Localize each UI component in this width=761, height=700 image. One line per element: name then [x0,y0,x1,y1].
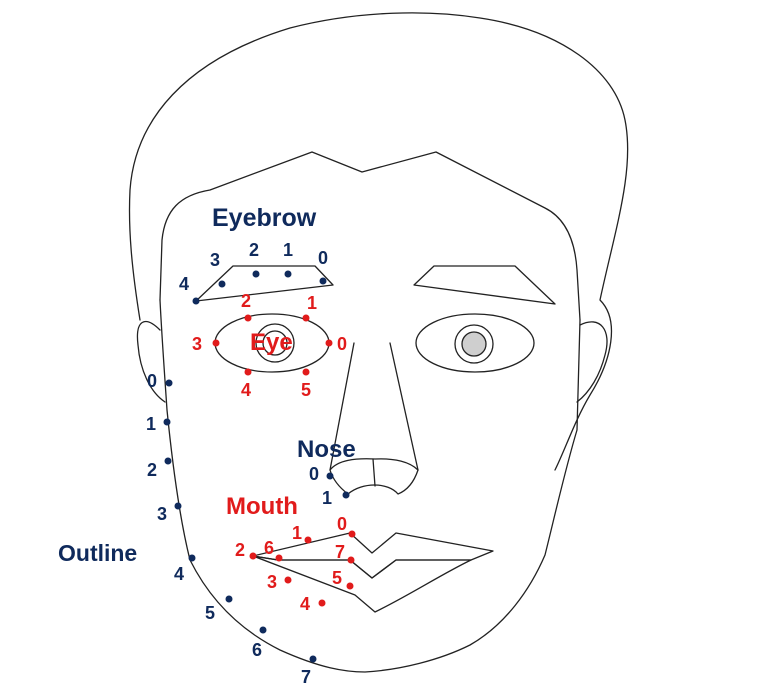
mouth-label-7: 7 [335,542,345,562]
head-outline [128,12,629,471]
eyebrow-label-0: 0 [318,248,328,268]
eye-point-0 [325,339,333,347]
outline-point-5 [225,595,233,603]
eyebrow-point-2 [252,270,260,278]
right-iris [454,324,494,364]
outline-label-5: 5 [205,603,215,623]
right-ear [576,321,608,403]
mouth-title: Mouth [226,493,298,520]
eye-point-5 [302,368,310,376]
eye-label-1: 1 [307,293,317,313]
eyebrow-title: Eyebrow [212,204,317,232]
outline-label-7: 7 [301,667,311,687]
left-pupil [262,330,288,356]
mouth-label-4: 4 [300,594,310,614]
mouth-label-5: 5 [332,568,342,588]
outline-label-1: 1 [146,414,156,434]
nose-label-1: 1 [322,488,332,508]
eye-point-2 [244,314,252,322]
eye-point-3 [212,339,220,347]
mouth-label-6: 6 [264,538,274,558]
right-eyebrow [413,265,556,305]
eyebrow-label-4: 4 [179,274,189,294]
eyebrow-point-0 [319,277,327,285]
outline-label-4: 4 [174,564,184,584]
eye-point-4 [244,368,252,376]
nose-septum [372,458,376,487]
outline-label-0: 0 [147,371,157,391]
outline-point-0 [165,379,173,387]
left-eyebrow [195,265,334,302]
hairline [159,151,581,321]
outline-label-3: 3 [157,504,167,524]
mouth-point-3 [284,576,292,584]
left-iris [255,323,295,363]
mouth-label-3: 3 [267,572,277,592]
mouth-label-2: 2 [235,540,245,560]
mouth-point-6 [275,554,283,562]
eye-label-3: 3 [192,334,202,354]
mouth-point-2 [249,552,257,560]
mouth-point-4 [318,599,326,607]
eye-point-1 [302,314,310,322]
nose-bridge-left [329,342,355,471]
eye-title: Eye [250,329,293,356]
outline-label-2: 2 [147,460,157,480]
eyebrow-label-1: 1 [283,240,293,260]
eyebrow-point-3 [218,280,226,288]
nose-title: Nose [297,436,356,463]
outline-point-4 [188,554,196,562]
face-contour [159,299,581,673]
left-ear [136,320,166,403]
nose-point-0 [326,472,334,480]
eyebrow-point-4 [192,297,200,305]
outline-point-7 [309,655,317,663]
outline-label-6: 6 [252,640,262,660]
outline-point-6 [259,626,267,634]
eyebrow-label-3: 3 [210,250,220,270]
right-eye [415,313,535,373]
lower-lip [252,555,472,613]
eye-label-2: 2 [241,291,251,311]
outline-point-2 [164,457,172,465]
nose-label-0: 0 [309,464,319,484]
eye-label-4: 4 [241,380,251,400]
right-pupil [461,331,487,357]
mouth-point-5 [346,582,354,590]
outline-point-1 [163,418,171,426]
eye-label-5: 5 [301,380,311,400]
outline-title: Outline [58,540,137,566]
nose-point-1 [342,491,350,499]
mouth-point-0 [348,530,356,538]
eyebrow-label-2: 2 [249,240,259,260]
mouth-point-7 [347,556,355,564]
mouth-label-0: 0 [337,514,347,534]
eye-label-0: 0 [337,334,347,354]
eyebrow-point-1 [284,270,292,278]
outline-point-3 [174,502,182,510]
nose-bridge-right [389,342,419,471]
mouth-label-1: 1 [292,523,302,543]
mouth-point-1 [304,536,312,544]
